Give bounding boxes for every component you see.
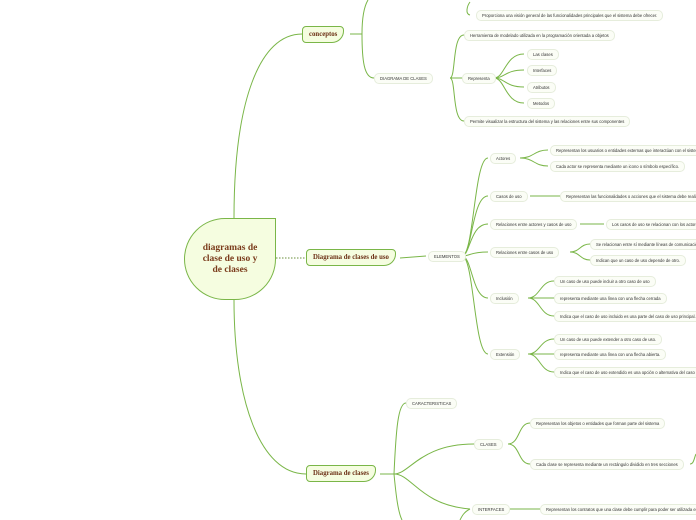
node-inclusion[interactable]: Inclusión (490, 293, 519, 304)
main-topic-conceptos[interactable]: conceptos (302, 26, 345, 43)
node-clases[interactable]: CLASES (474, 439, 503, 450)
node-extension[interactable]: Extensión (490, 349, 521, 360)
node-rel-casos-item-2[interactable]: Indican que un caso de uso depende de ot… (590, 255, 687, 266)
node-actores[interactable]: Actores (490, 153, 517, 164)
node-las-clases[interactable]: Las clases (527, 49, 559, 60)
main-topic-clases-de-uso[interactable]: Diagrama de clases de uso (306, 249, 396, 266)
node-inclusion-item-1[interactable]: Un caso de uso puede incluir a otro caso… (554, 276, 656, 287)
root-topic[interactable]: diagramas de clase de uso y de clases (184, 218, 276, 300)
node-caracteristicas[interactable]: CARACTERISTICAS (406, 398, 458, 409)
node-actores-item-1[interactable]: Representan los usuarios o entidades ext… (550, 145, 696, 156)
node-extension-item-1[interactable]: Un caso de uso puede extender a otro cas… (554, 334, 663, 345)
node-inclusion-item-3[interactable]: Indica que el caso de uso incluido es un… (554, 311, 696, 322)
node-casos-de-uso[interactable]: Casos de uso (490, 191, 528, 202)
node-elementos[interactable]: ELEMENTOS (428, 251, 466, 262)
node-metodos[interactable]: Metodos (527, 98, 556, 109)
node-permite[interactable]: Permite visualizar la estructura del sis… (464, 116, 631, 127)
node-atributos[interactable]: Atributos (527, 82, 556, 93)
node-rel-actores-item[interactable]: Los casos de uso se relacionan con los a… (606, 219, 696, 230)
node-interfaces-clases[interactable]: INTERFACES (472, 504, 511, 515)
node-interfaces[interactable]: Interfaces (527, 65, 558, 76)
node-herramienta[interactable]: Herramienta de modelado utilizada en la … (464, 30, 615, 41)
node-interfaces-item[interactable]: Representan los contratos que una clase … (540, 504, 696, 515)
node-clases-item-2[interactable]: Cada clase se representa mediante un rec… (530, 459, 684, 470)
node-diagrama-de-clases[interactable]: DIAGRAMA DE CLASES (374, 73, 433, 84)
main-topic-diagrama-de-clases[interactable]: Diagrama de clases (306, 465, 376, 482)
node-clases-item-1[interactable]: Representan los objetos o entidades que … (530, 418, 666, 429)
node-rel-actores[interactable]: Relaciones entre actores y casos de uso (490, 219, 578, 230)
node-extension-item-2[interactable]: representa mediante una línea con una fl… (554, 349, 667, 360)
node-rel-casos[interactable]: Relaciones entre casos de uso (490, 247, 560, 258)
node-proporciona[interactable]: Proporciona una visión general de las fu… (476, 10, 664, 21)
node-extension-item-3[interactable]: Indica que el caso de uso extendido es u… (554, 367, 696, 378)
node-actores-item-2[interactable]: Cada actor se representa mediante un ico… (550, 161, 686, 172)
node-inclusion-item-2[interactable]: representa mediante una línea con una fl… (554, 293, 667, 304)
node-rel-casos-item-1[interactable]: Se relacionan entre sí mediante líneas d… (590, 239, 696, 250)
node-casos-item[interactable]: Representan las funcionalidades o accion… (560, 191, 696, 202)
node-representa[interactable]: Representa (462, 73, 496, 84)
